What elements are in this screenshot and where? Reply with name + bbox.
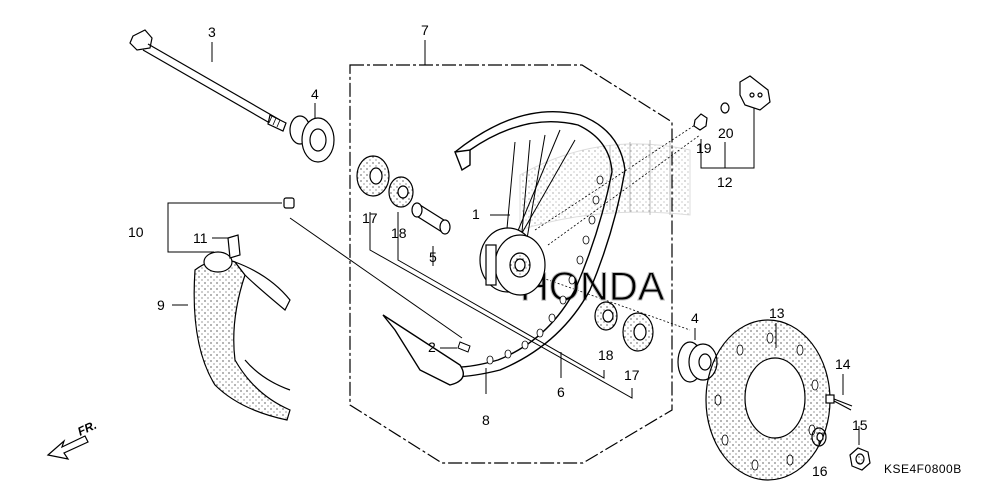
brake-disc xyxy=(705,319,831,481)
side-collar-right xyxy=(677,341,718,383)
callout-20: 20 xyxy=(718,125,734,141)
axle xyxy=(129,29,287,132)
callout-2: 2 xyxy=(428,339,436,355)
callout-17b: 17 xyxy=(624,367,640,383)
callout-6: 6 xyxy=(557,384,565,400)
disc-bolt xyxy=(825,394,853,411)
tire xyxy=(193,234,291,421)
callout-19: 19 xyxy=(696,140,712,156)
callout-16: 16 xyxy=(812,463,828,479)
callout-17a: 17 xyxy=(362,210,378,226)
callout-5: 5 xyxy=(429,249,437,265)
washer xyxy=(811,427,827,447)
callout-12: 12 xyxy=(717,174,733,190)
wheel-hub xyxy=(479,227,546,296)
callout-4b: 4 xyxy=(691,310,699,326)
front-direction-arrow-icon xyxy=(46,435,89,460)
callout-9: 9 xyxy=(157,297,165,313)
bearing-left xyxy=(388,176,414,208)
callout-3: 3 xyxy=(208,24,216,40)
callout-10: 10 xyxy=(128,224,144,240)
callout-7: 7 xyxy=(421,22,429,38)
direction-label: FR. xyxy=(75,418,98,439)
side-collar-left xyxy=(289,115,335,163)
spoke-cover-set xyxy=(693,75,771,131)
dust-seal-left xyxy=(356,155,390,197)
callout-18a: 18 xyxy=(391,225,407,241)
disc-nut xyxy=(849,447,871,471)
diagram-code: KSE4F0800B xyxy=(884,462,962,476)
callout-8: 8 xyxy=(482,412,490,428)
valve-cap xyxy=(283,197,295,209)
dust-seal-right xyxy=(622,312,654,352)
callout-18b: 18 xyxy=(598,347,614,363)
spoke-nipple xyxy=(457,341,471,353)
callout-13: 13 xyxy=(769,305,785,321)
callout-4a: 4 xyxy=(311,86,319,102)
wheel-rim xyxy=(382,110,626,386)
callout-1: 1 xyxy=(472,206,480,222)
leader-lines xyxy=(167,40,860,446)
wheel-assembly-boundary xyxy=(349,64,673,464)
callout-14: 14 xyxy=(835,356,851,372)
callout-15: 15 xyxy=(852,417,868,433)
callout-labels: 1 2 3 4 4 5 6 7 8 9 10 11 12 13 14 15 16… xyxy=(75,22,961,479)
bearing-right xyxy=(594,301,618,331)
callout-11: 11 xyxy=(193,230,208,246)
distance-collar xyxy=(411,202,451,235)
